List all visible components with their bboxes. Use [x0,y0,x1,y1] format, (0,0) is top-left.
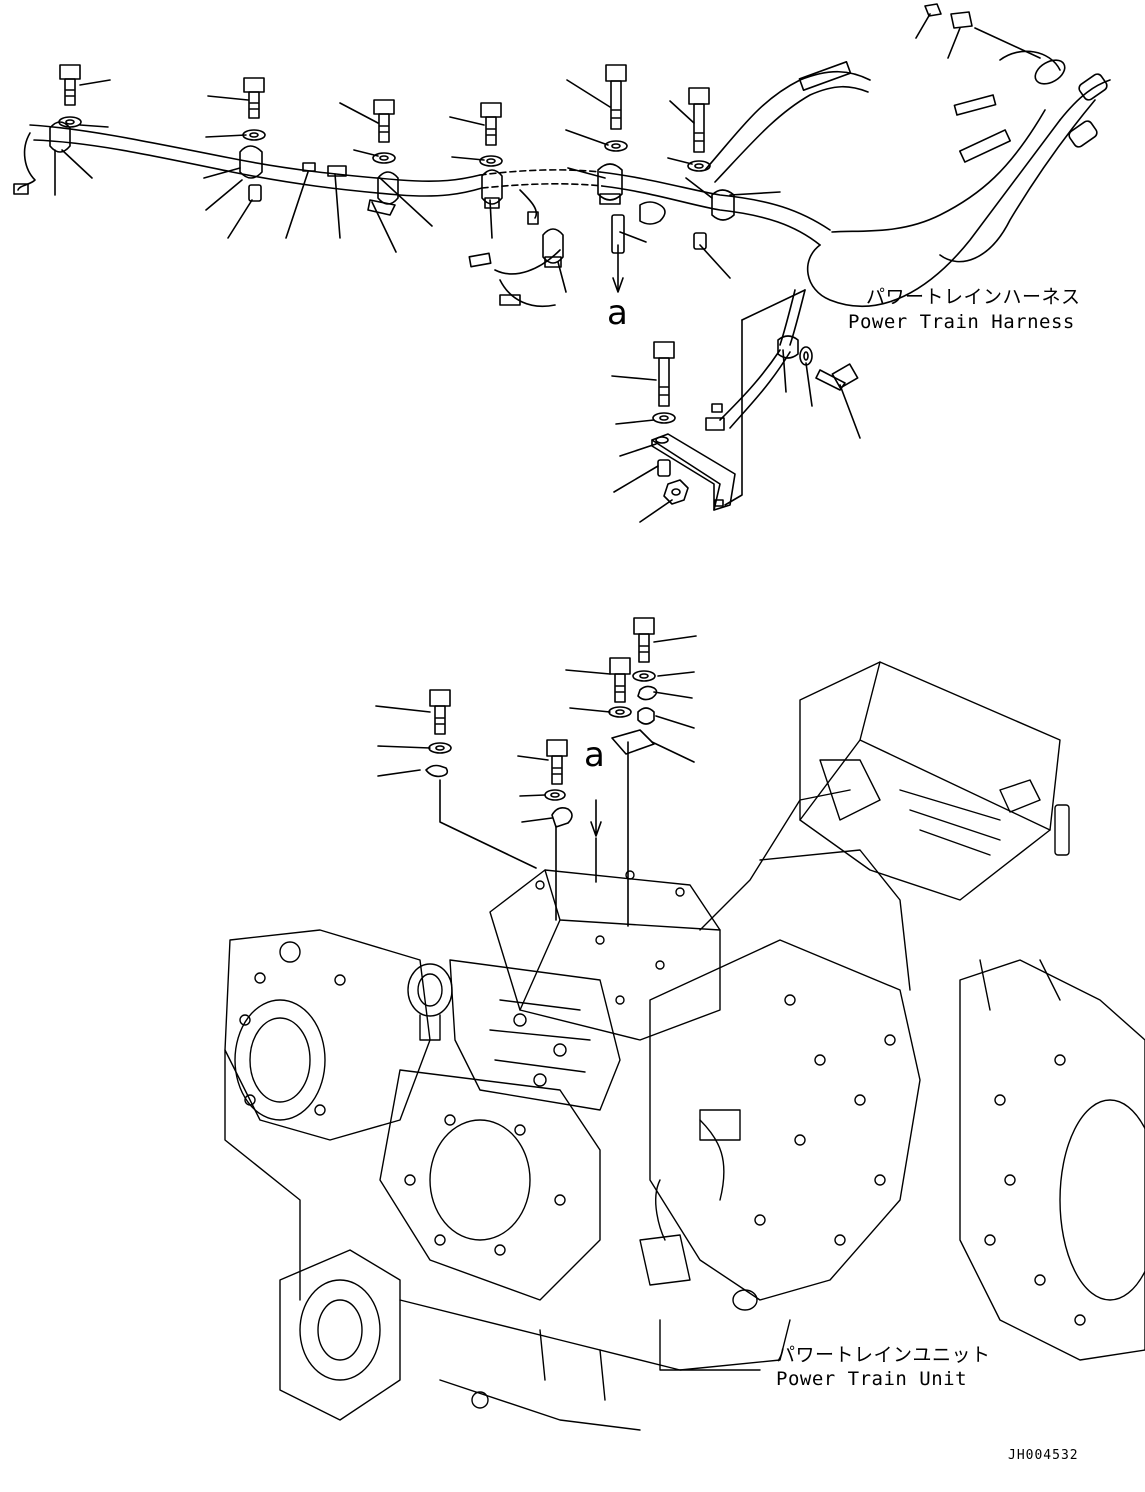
bolts-upper [59,64,859,407]
spacers-upper [248,162,707,477]
washers-upper [58,116,813,424]
detail-a-label-lower: a [584,735,605,775]
mounting-bracket [651,403,736,511]
bolts-lower [429,617,655,785]
leader-lines-lower [375,635,697,927]
leader-lines-upper [54,79,861,523]
drawing-code: JH004532 [1008,1448,1079,1463]
harness-label-en: Power Train Harness [848,311,1075,333]
unit-label-en: Power Train Unit [776,1368,968,1390]
harness-main-run [13,50,1111,429]
power-train-unit [224,661,1145,1431]
connector-caps [915,3,1041,59]
detail-a-reference [612,244,806,506]
unit-label-jp: パワートレインユニット [776,1344,991,1366]
harness-label-jp: パワートレインハーネス [866,286,1081,308]
washers-lower [425,670,658,828]
harness-clamps [49,121,799,359]
detail-a-label-upper: a [607,293,628,333]
